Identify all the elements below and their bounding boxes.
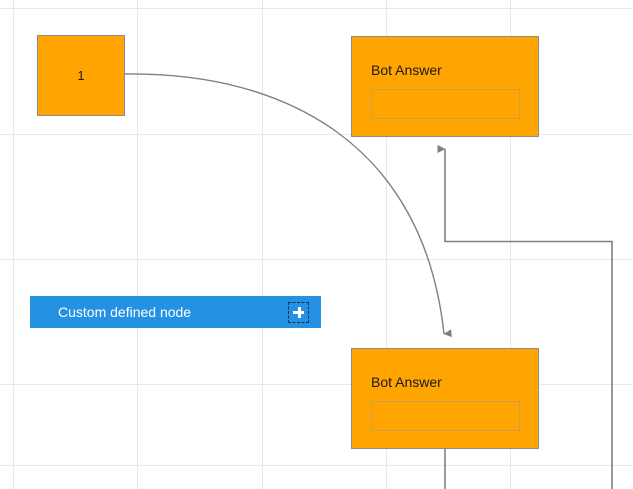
grid-line-vertical (13, 0, 14, 489)
node-1-label: 1 (77, 68, 85, 83)
grid-line-horizontal (0, 465, 633, 466)
bot-answer-slot[interactable] (371, 401, 520, 431)
grid-line-horizontal (0, 259, 633, 260)
grid-line-vertical (262, 0, 263, 489)
bot-answer-node-top[interactable]: Bot Answer (351, 36, 539, 137)
bot-answer-title: Bot Answer (371, 62, 442, 78)
custom-defined-node-label: Custom defined node (58, 304, 192, 320)
grid-line-vertical (137, 0, 138, 489)
custom-defined-node[interactable]: Custom defined node (30, 296, 321, 328)
node-1[interactable]: 1 (37, 35, 125, 116)
grid-line-horizontal (0, 384, 633, 385)
plus-icon[interactable] (288, 301, 309, 323)
grid-line-horizontal (0, 8, 633, 9)
bot-answer-node-bottom[interactable]: Bot Answer (351, 348, 539, 449)
bot-answer-title: Bot Answer (371, 374, 442, 390)
bot-answer-slot[interactable] (371, 89, 520, 119)
